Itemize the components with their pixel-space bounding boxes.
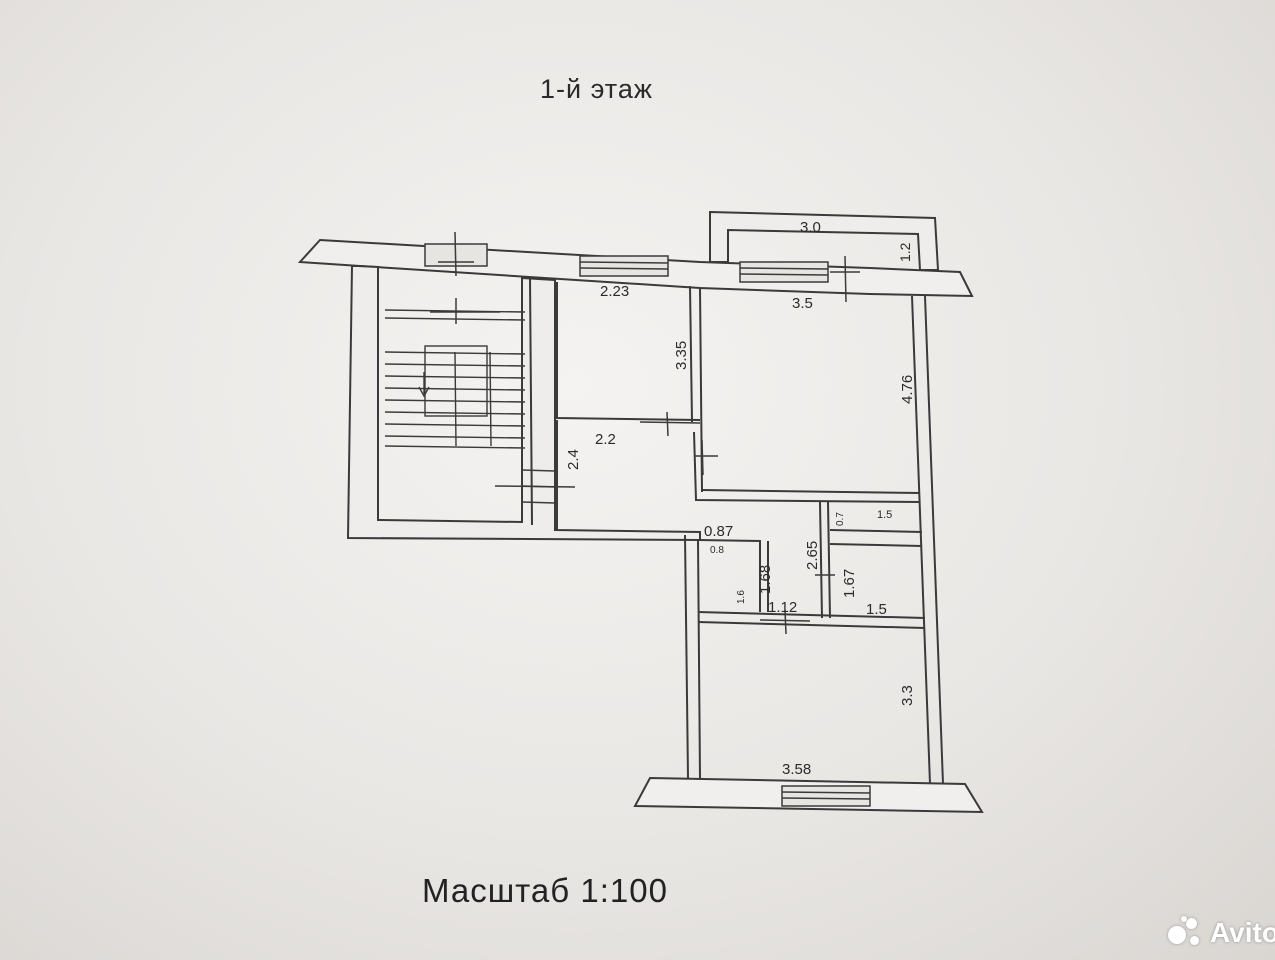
right-wall-outer <box>924 295 944 785</box>
dim-closet-width: 0.8 <box>710 545 724 556</box>
watermark-text: Avito <box>1210 917 1275 948</box>
window-kitchen <box>781 785 871 807</box>
room2-bottom-wall <box>693 431 921 503</box>
dim-balcony-width: 3.0 <box>800 219 821 236</box>
storage-bottom-2 <box>829 543 923 547</box>
dim-kitchen-length: 3.3 <box>899 685 916 706</box>
dim-room1-length: 3.35 <box>673 341 690 370</box>
dim-balcony-depth: 1.2 <box>897 242 913 262</box>
room2-left-wall <box>699 287 703 493</box>
dim-bath-width: 1.5 <box>866 601 887 618</box>
avito-watermark: Avito <box>1168 916 1275 950</box>
dim-hall-width: 2.2 <box>595 431 616 448</box>
dim-corridor-length: 2.65 <box>804 541 821 570</box>
dim-hall-length: 2.4 <box>565 449 582 470</box>
balcony <box>709 210 940 271</box>
dim-room2-length: 4.76 <box>899 375 916 404</box>
dim-storage-width: 1.5 <box>877 509 892 521</box>
stair-inner-wall <box>529 277 533 526</box>
kitchen-left-wall-outer <box>684 534 689 779</box>
dim-storage-depth: 0.7 <box>835 512 846 526</box>
dim-room1-width: 2.23 <box>600 283 629 300</box>
window-room2 <box>739 261 829 283</box>
floor-title: 1-й этаж <box>540 74 653 104</box>
window-room1 <box>579 255 669 277</box>
room1-wall <box>556 282 701 421</box>
stairwell-wall <box>346 265 701 542</box>
avito-logo-icon <box>1168 916 1202 950</box>
dim-bath-length: 1.67 <box>841 569 858 598</box>
bath-left-wall <box>819 501 823 619</box>
room1-room2-wall <box>689 285 693 423</box>
wc-wall <box>697 539 761 612</box>
dim-kitchen-width: 3.58 <box>782 761 811 778</box>
dim-room2-width: 3.5 <box>792 295 813 312</box>
right-wall-inner <box>911 295 931 785</box>
storage-bottom <box>829 529 923 533</box>
dim-wc-length: 1.68 <box>757 565 774 594</box>
kitchen-left-wall-inner <box>697 539 701 779</box>
dim-corridor-width: 0.87 <box>704 523 733 540</box>
kitchen-top-wall <box>697 611 926 619</box>
bath-left-wall-2 <box>827 501 831 619</box>
kitchen-top-wall-2 <box>697 621 926 629</box>
scale-label: Масштаб 1:100 <box>422 872 668 909</box>
dim-wc-width: 1.12 <box>768 599 797 616</box>
dim-closet-length: 1.6 <box>736 590 747 604</box>
room2-bottom-wall-inner <box>701 489 921 494</box>
door-marks <box>430 231 860 635</box>
staircase <box>384 309 556 504</box>
